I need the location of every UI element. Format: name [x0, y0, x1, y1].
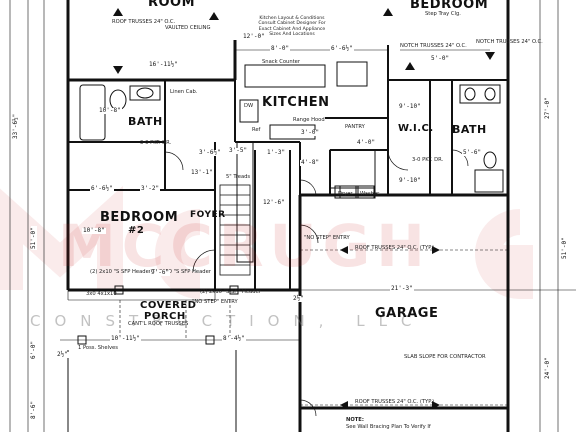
dim-bath-left: 10'-8" [98, 107, 122, 114]
room-label-porch: PORCH [144, 311, 186, 322]
roof-trusses-garage-label-2: ROOF TRUSSES 24" O.C. (TYP.) [355, 399, 435, 405]
poss-shelving-label: 1 Poss. Shelves [78, 345, 118, 351]
dim-left-total-2: 51'-0" [30, 226, 37, 250]
dim-foyer-top: 13'-1" [190, 169, 214, 176]
vaulted-ceiling-label: VAULTED CEILING [165, 25, 211, 31]
slab-slope-label: SLAB SLOPE FOR CONTRACTOR [404, 354, 486, 360]
notch-trusses-label-b: NOTCH TRUSSES 24" O.C. [476, 39, 543, 45]
dim-kitchen-right: 6'-6½" [330, 45, 354, 52]
dim-entry-depth: 12'-6" [262, 199, 286, 206]
dim-bedroom2-side: 10'-8" [82, 227, 106, 234]
room-label-garage: GARAGE [375, 306, 439, 321]
header-label-1: (2) 2x10 "S SFP Header [90, 269, 151, 275]
dim-garage-offset: 2½" [292, 295, 305, 302]
dim-left-porch: 6'-0" [30, 339, 37, 360]
header-label-3: (2) 2x10 "S SFP Header [200, 289, 261, 295]
dim-right-total: 51'-0" [561, 236, 568, 260]
bedroom-top-ceiling-note: Step Tray Clg. [425, 11, 461, 17]
dim-laundry: 4'-0" [356, 139, 377, 146]
dim-wic: 9'-10" [398, 103, 422, 110]
room-label-kitchen: KITCHEN [262, 95, 330, 110]
note-title: NOTE: [346, 417, 364, 423]
room-label-wic: W.I.C. [398, 123, 434, 134]
washer-label: Washer [360, 191, 380, 197]
no-step-entry-label-2: "NO STEP" ENTRY [192, 299, 238, 305]
dim-stair-width: 3'-5" [228, 147, 249, 154]
dim-bath-right: 5'-6" [462, 149, 483, 156]
stairs [219, 184, 251, 276]
notch-trusses-label: NOTCH TRUSSES 24" O.C. [400, 43, 467, 49]
dim-right-upper: 27'-0" [544, 96, 551, 120]
dim-wic-bottom: 9'-10" [398, 177, 422, 184]
dim-bedroom-top: 5'-0" [430, 55, 451, 62]
no-step-entry-label: "NO STEP" ENTRY [304, 235, 350, 241]
snack-counter-label: Snack Counter [262, 59, 300, 65]
dim-top-span: 16'-11½" [148, 61, 179, 68]
dishwasher-label: DW [244, 103, 254, 109]
dim-bedroom2-right: 3'-2" [140, 185, 161, 192]
dim-kitchen-width: 8'-0" [270, 45, 291, 52]
room-label-foyer: FOYER [190, 210, 226, 220]
dim-entry-width: 1'-3" [266, 149, 287, 156]
dryer-label: Dryer [338, 191, 353, 197]
dim-bedroom2-top: 6'-6½" [90, 185, 114, 192]
kitchen-layout-note: Kitchen Layout & Conditions Consult Cabi… [258, 16, 326, 37]
dim-left-bottom: 8'-6" [30, 399, 37, 420]
pocket-door-label-2: 3-0 PKT. DR. [412, 157, 444, 163]
pantry-label: PANTRY [345, 124, 365, 130]
dim-hall: 3'-6½" [198, 149, 222, 156]
room-label-bedroom-top: BEDROOM [410, 0, 489, 12]
roof-trusses-top-label: ROOF TRUSSES 24" O.C. [112, 19, 176, 25]
note-body: See Wall Bracing Plan To Verify If [346, 424, 431, 430]
room-label-top: ROOM [148, 0, 196, 10]
dim-bedroom2-bottom: 9'-6" [150, 269, 171, 276]
header-label-2: (2) 2x10 "S SFP Header [150, 269, 211, 275]
range-hood-label: Range Hood [293, 117, 325, 123]
dim-pantry: 3'-0" [300, 129, 321, 136]
room-label-bath-left: BATH [128, 115, 163, 128]
refrigerator-label: Ref [252, 127, 261, 133]
dim-porch-offset: 2½" [56, 351, 69, 358]
dim-porch-width: 10'-11½" [110, 335, 141, 342]
bat-lnx-label: 3x0 4x1x10 [86, 291, 117, 297]
roof-trusses-garage-label: ROOF TRUSSES 24" O.C. (TYP.) [355, 245, 435, 251]
dim-closet: 4'-8" [300, 159, 321, 166]
room-label-bedroom2: BEDROOM [100, 210, 179, 225]
watermark-brand: MCCRUGH [58, 212, 431, 280]
watermark-tagline: CONSTRUCTION, LLC [30, 312, 426, 330]
pocket-door-label: 3-0 PKT. DR. [140, 140, 172, 146]
cantilever-roof-label: CANT'L ROOF TRUSSES [128, 321, 189, 327]
dim-garage-width: 21'-3" [390, 285, 414, 292]
room-label-bedroom2-num: #2 [128, 225, 145, 236]
dim-porch-right: 8'-4½" [222, 335, 246, 342]
linen-cabinet-label: Linen Cab. [170, 89, 198, 95]
dim-right-lower: 24'-0" [544, 356, 551, 380]
stair-treads-label: 5" Treads [226, 174, 251, 180]
dim-left-total: 33'-6½" [12, 112, 19, 140]
dim-kitchen-top: 12'-0" [242, 33, 266, 40]
room-label-bath-right: BATH [452, 123, 487, 136]
room-label-covered: COVERED [140, 300, 197, 311]
